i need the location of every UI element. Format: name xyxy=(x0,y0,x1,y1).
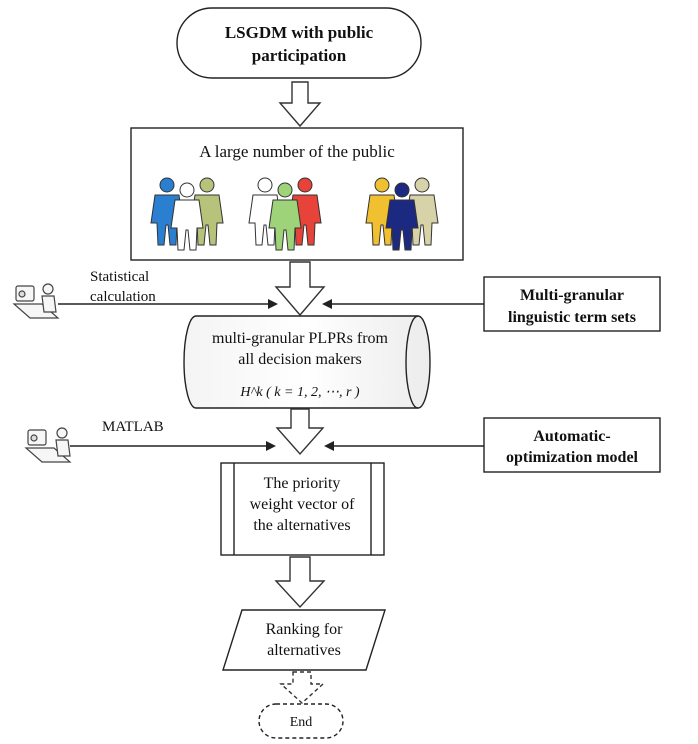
multigranular-line-1: Multi-granular xyxy=(520,287,624,304)
statistical-line-1: Statistical xyxy=(90,269,149,285)
ranking-line-2: alternatives xyxy=(267,642,341,659)
plprs-formula: H^k ( k = 1, 2, ⋯, r ) xyxy=(239,385,360,400)
priority-line-3: the alternatives xyxy=(253,517,350,534)
multigranular-line-2: linguistic term sets xyxy=(508,309,636,326)
down-arrow-2 xyxy=(274,261,326,317)
plprs-storage: multi-granular PLPRs from all decision m… xyxy=(183,315,431,409)
matlab-label: MATLAB xyxy=(102,419,164,435)
auto-model-line-2: optimization model xyxy=(506,449,639,466)
statistical-line-2: calculation xyxy=(90,289,156,305)
priority-process-box: The priority weight vector of the altern… xyxy=(220,462,385,556)
arrowhead xyxy=(324,441,334,451)
auto-model-line-1: Automatic- xyxy=(533,428,610,445)
end-terminator: End xyxy=(258,703,344,739)
public-box: A large number of the public xyxy=(130,127,464,261)
plprs-line-2: all decision makers xyxy=(238,351,362,368)
computer-user-icon xyxy=(12,283,60,319)
ranking-io-box: Ranking for alternatives xyxy=(222,609,386,671)
down-arrow-5 xyxy=(279,671,325,704)
end-label: End xyxy=(290,715,313,730)
down-arrow-3 xyxy=(275,408,325,456)
priority-line-1: The priority xyxy=(264,475,341,492)
computer-user-icon xyxy=(24,427,72,463)
start-line-2: participation xyxy=(252,46,347,65)
down-arrow-1 xyxy=(278,81,322,128)
multigranular-sets-box: Multi-granular linguistic term sets xyxy=(483,276,661,332)
priority-line-2: weight vector of xyxy=(250,496,356,513)
auto-model-box: Automatic- optimization model xyxy=(483,417,661,473)
arrowhead xyxy=(266,441,276,451)
down-arrow-4 xyxy=(274,556,326,609)
public-label: A large number of the public xyxy=(199,142,395,161)
arrowhead xyxy=(268,299,278,309)
arrowhead xyxy=(322,299,332,309)
start-terminator: LSGDM with public participation xyxy=(176,7,422,79)
plprs-line-1: multi-granular PLPRs from xyxy=(212,330,389,347)
ranking-line-1: Ranking for xyxy=(266,621,344,638)
start-line-1: LSGDM with public xyxy=(225,23,374,42)
